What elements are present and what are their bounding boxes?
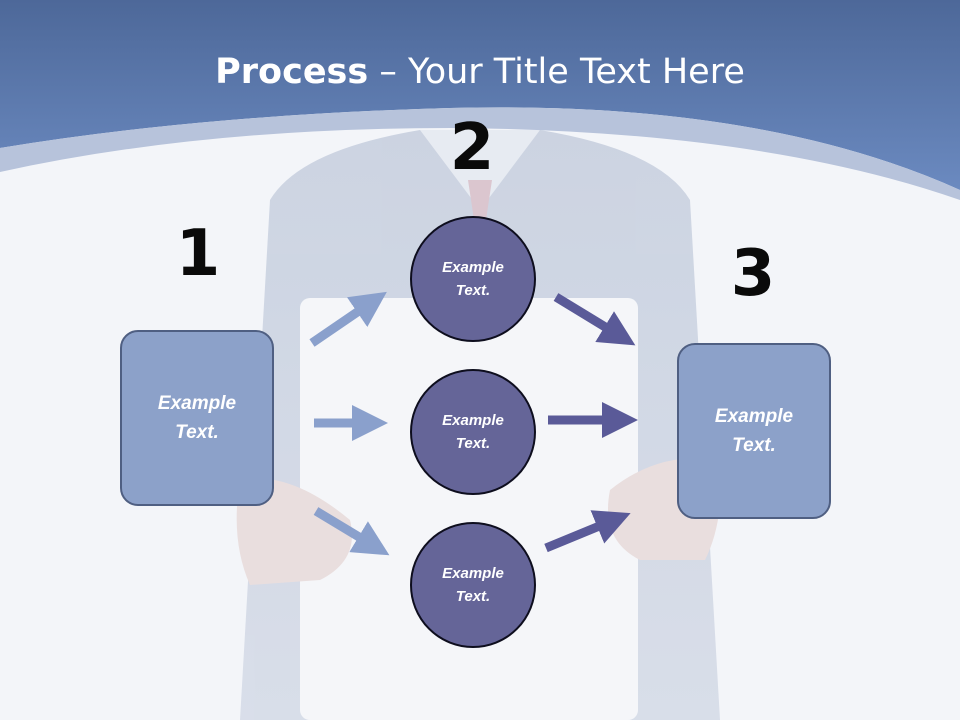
output-box: Example Text. [677,343,831,519]
process-circle-bottom: Example Text. [410,522,536,648]
output-box-text: Example Text. [714,406,794,456]
slide-title: Process – Your Title Text Here [0,52,960,92]
step-number-2: 2 [449,111,495,185]
header-swoosh [0,107,960,200]
arrow-bottom-to-right [544,510,631,553]
process-circle-top-text: Example Text. [442,259,504,299]
header-band [0,0,960,190]
process-circle-middle-text: Example Text. [442,412,504,452]
input-box: Example Text. [120,330,274,506]
process-circle-top: Example Text. [410,216,536,342]
arrow-top-to-right [553,293,636,346]
step-number-3: 3 [730,237,776,311]
arrow-left-to-bottom [313,507,390,556]
input-box-text: Example Text. [157,393,237,443]
step-number-1: 1 [175,217,221,291]
arrow-left-to-top [309,291,387,347]
title-rest: – Your Title Text Here [368,52,745,92]
title-strong: Process [215,52,369,92]
process-circle-bottom-text: Example Text. [442,565,504,605]
process-circle-middle: Example Text. [410,369,536,495]
